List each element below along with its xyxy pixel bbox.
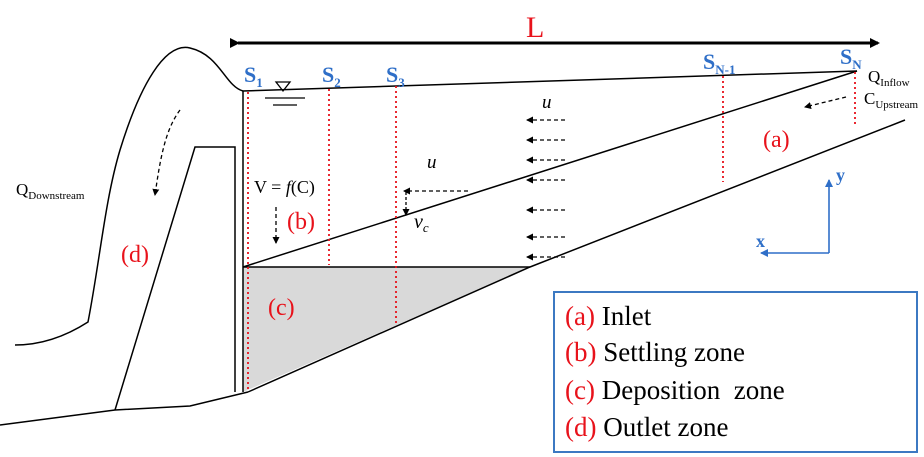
settling-formula: V = f(C) <box>254 177 315 198</box>
c-upstream-label: CUpstream <box>864 89 919 111</box>
spillway-curve <box>14 46 244 346</box>
legend-item-inlet: (a) Inlet <box>565 301 651 332</box>
legend-item-deposition: (c) Deposition zone <box>565 375 785 406</box>
water-surface-line <box>242 70 858 92</box>
settling-boundary-line <box>242 70 858 268</box>
vc-main: v <box>414 211 423 233</box>
zone-tag-d: (d) <box>121 242 149 268</box>
zone-tag-c: (c) <box>268 295 295 321</box>
q-downstream-main: Q <box>16 180 28 199</box>
legend-text-b: Settling zone <box>596 337 745 367</box>
s2-sub: 2 <box>334 75 341 90</box>
formula-prefix: V = <box>254 177 286 197</box>
velocity-u-mid: u <box>427 152 437 173</box>
legend-text-c: Deposition zone <box>594 375 785 405</box>
s3-main: S <box>386 62 398 87</box>
q-inflow-sub: Inflow <box>880 77 909 89</box>
velocity-arrow-column <box>526 116 565 261</box>
q-inflow-label: QInflow <box>868 67 910 89</box>
ground-line <box>0 391 249 426</box>
sn1-main: S <box>703 49 715 74</box>
legend-item-outlet: (d) Outlet zone <box>565 412 728 443</box>
legend-tag-c: (c) <box>565 375 595 405</box>
formula-func: f <box>286 177 294 197</box>
x-axis-label: x <box>756 231 765 251</box>
s1-main: S <box>244 62 256 87</box>
legend-tag-d: (d) <box>565 412 597 442</box>
inflow-arrow <box>804 96 847 109</box>
q-downstream-sub: Downstream <box>28 190 85 202</box>
sn-main: S <box>840 44 852 69</box>
downstream-flow-arrow <box>152 109 181 196</box>
sn-sub: N <box>852 57 862 72</box>
section-label-sn1: SN-1 <box>703 49 735 77</box>
velocity-u-top: u <box>542 92 552 113</box>
reservoir-bed-line <box>247 119 906 393</box>
s2-main: S <box>322 62 334 87</box>
zone-tag-a: (a) <box>763 127 790 153</box>
water-level-symbol <box>274 81 292 93</box>
legend-box: (a) Inlet (b) Settling zone (c) Depositi… <box>553 291 918 453</box>
outlet-structure <box>114 146 236 411</box>
section-label-s1: S1 <box>244 62 263 90</box>
section-label-s2: S2 <box>322 62 341 90</box>
formula-suffix: (C) <box>291 177 315 198</box>
c-upstream-main: C <box>864 89 875 108</box>
sn1-sub: N-1 <box>715 62 735 77</box>
length-label: L <box>526 11 544 44</box>
c-upstream-sub: Upstream <box>875 99 918 111</box>
section-label-sn: SN <box>840 44 862 72</box>
legend-text-d: Outlet zone <box>596 412 729 442</box>
s1-sub: 1 <box>256 75 263 90</box>
vc-label: vc <box>414 211 429 235</box>
q-inflow-main: Q <box>868 67 880 86</box>
vc-sub: c <box>423 220 429 235</box>
legend-text-a: Inlet <box>594 301 652 331</box>
q-downstream-label: QDownstream <box>16 180 85 202</box>
section-label-s3: S3 <box>386 62 405 90</box>
legend-tag-b: (b) <box>565 337 597 367</box>
y-axis-label: y <box>836 165 845 185</box>
s3-sub: 3 <box>398 75 405 90</box>
legend-tag-a: (a) <box>565 301 595 331</box>
legend-item-settling: (b) Settling zone <box>565 337 745 368</box>
zone-tag-b: (b) <box>287 209 315 235</box>
